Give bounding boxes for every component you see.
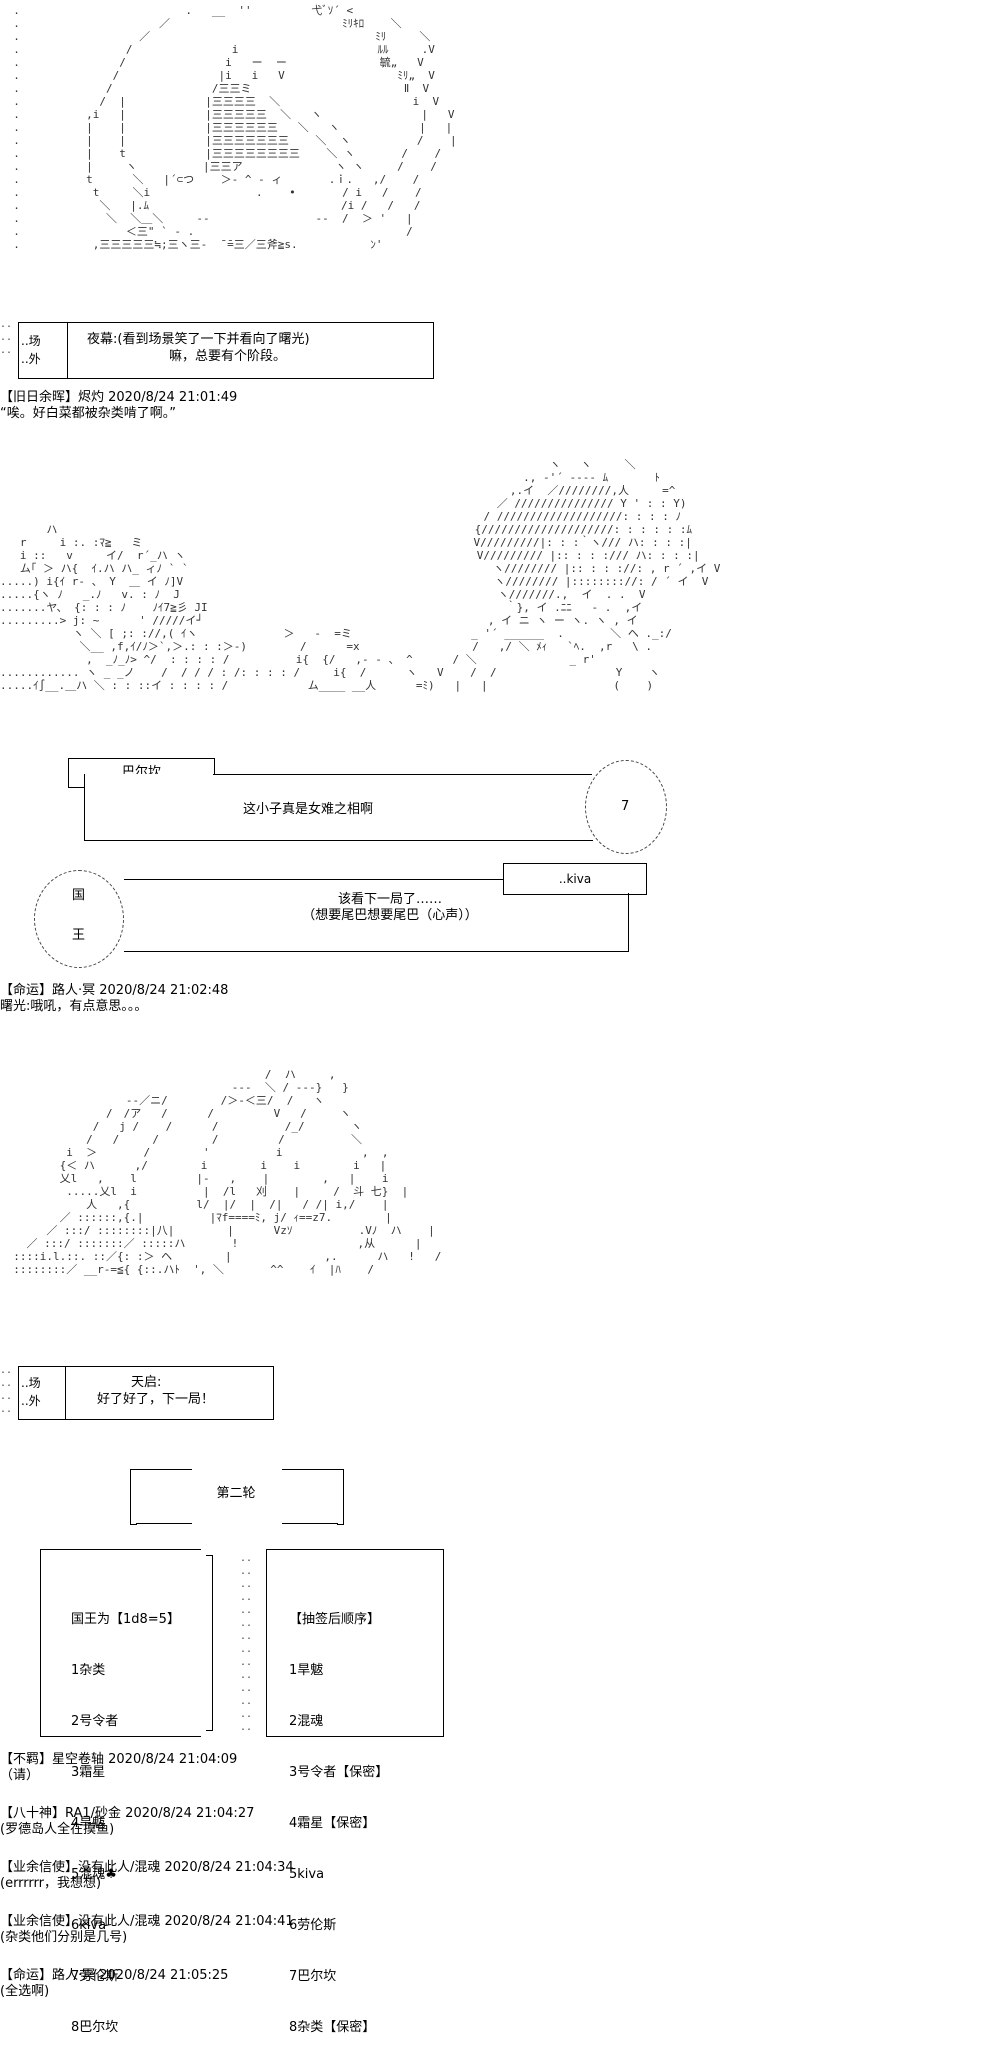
list-item: 5kiva <box>289 1867 325 1882</box>
list-item: 5混魂♣ <box>71 1867 117 1882</box>
list-item: 1旱魃 <box>289 1663 324 1678</box>
post-body: “唉。好白菜都被杂类啃了啊。” <box>0 406 176 421</box>
comment-header: 【命运】路人·冥 2020/8/24 21:05:25 <box>0 1968 229 1983</box>
dialogue-line: （想要尾巴想要尾巴（心声）） <box>302 908 478 923</box>
comment-body: (errrrrr，我想想) <box>0 1876 102 1891</box>
king-label-bottom: 王 <box>72 928 86 943</box>
box-label-top: ..场 <box>21 1376 41 1390</box>
comment-header: 【业余信使】没有此人/混魂 2020/8/24 21:04:41 <box>0 1914 294 1929</box>
round-title-bracket-right <box>337 1469 344 1525</box>
king-circle <box>34 870 124 968</box>
dialogue-box-scene-1: ..场 ..外 夜幕:(看到场景笑了一下并看向了曙光) 嘛，总要有个阶段。 <box>18 322 434 379</box>
dialogue-box-scene-2a: 这小子真是女难之相啊 <box>84 774 593 841</box>
comment-body: (全选啊) <box>0 1984 50 1999</box>
post-header: 【命运】路人·冥 2020/8/24 21:02:48 <box>0 983 229 998</box>
dialogue-line: 该看下一局了…… <box>337 892 442 907</box>
list-item: 3号令者【保密】 <box>289 1765 389 1780</box>
dialogue-line: 天启: <box>131 1375 162 1390</box>
dialogue-line: 嘛，总要有个阶段。 <box>169 349 287 364</box>
king-roll-panel: 国王为【1d8=5】 1杂类 2号令者 3霜星 4旱魃 5混魂♣ 6kiva 7… <box>40 1549 201 2035</box>
ascii-art-scene-2: ヽ ヽ ＼ ., -'´ ---- ﾑ ﾄ ,.イ ／//// <box>0 458 721 692</box>
dialogue-line: 好了好了，下一局！ <box>97 1392 215 1407</box>
comment-header: 【业余信使】没有此人/混魂 2020/8/24 21:04:34 <box>0 1860 294 1875</box>
ascii-art-scene-1: . . __ '' 弋ﾞｿ´ < . ／ ﾐﾘｷﾛ ＼ . ／ ﾐﾘ ＼ . / <box>13 4 457 251</box>
speaker-name: ..kiva <box>558 872 592 886</box>
post-body: 曙光:哦吼，有点意思。。。 <box>0 999 148 1014</box>
list-item: 6劳伦斯 <box>289 1918 337 1933</box>
list-item: 3霜星 <box>71 1765 106 1780</box>
list-item: 1杂类 <box>71 1663 106 1678</box>
post-header: 【旧日余晖】烬灼 2020/8/24 21:01:49 <box>0 390 238 405</box>
box-label-bottom: ..外 <box>21 1394 41 1408</box>
dialogue-box-scene-3: ..场 ..外 天启: 好了好了，下一局！ <box>18 1366 274 1420</box>
comment-body: (杂类他们分别是几号) <box>0 1930 128 1945</box>
list-item: 7劳伦斯 <box>71 1969 119 1984</box>
box-label-top: ..场 <box>21 334 41 348</box>
side-dots: .. .. .. .. <box>0 1365 13 1415</box>
ascii-art-scene-3: / ハ , --- ＼ / ---} } --／ニ/ /＞-＜三/ / ヽ / … <box>13 1068 442 1276</box>
king-label-top: 国 <box>72 888 86 903</box>
round-title-bracket-left <box>130 1469 137 1525</box>
comment-header: 【不羁】星空卷轴 2020/8/24 21:04:09 <box>0 1752 238 1767</box>
list-item: 4霜星【保密】 <box>289 1816 376 1831</box>
panel-bracket-right <box>206 1555 213 1731</box>
speaker-tag-2: ..kiva <box>503 863 647 895</box>
list-item: 国王为【1d8=5】 <box>71 1612 180 1627</box>
circle-number: 7 <box>621 799 630 814</box>
list-item: 2号令者 <box>71 1714 119 1729</box>
connector-dots: .. .. .. .. .. .. .. .. .. .. .. .. .. .… <box>240 1553 253 1733</box>
side-dots: .. .. .. <box>0 319 13 356</box>
draw-order-list: 【抽签后顺序】 1旱魃 2混魂 3号令者【保密】 4霜星【保密】 5kiva 6… <box>289 1577 388 2070</box>
list-item: 6kiva <box>71 1918 107 1933</box>
list-item: 2混魂 <box>289 1714 324 1729</box>
comment-body: （请） <box>0 1768 40 1783</box>
round-title: 第二轮 <box>216 1486 256 1501</box>
list-item: 【抽签后顺序】 <box>289 1612 381 1627</box>
box-label-bottom: ..外 <box>21 352 41 366</box>
comment-header: 【八十神】RA1/砂金 2020/8/24 21:04:27 <box>0 1806 255 1821</box>
draw-order-panel: 【抽签后顺序】 1旱魃 2混魂 3号令者【保密】 4霜星【保密】 5kiva 6… <box>266 1549 444 2035</box>
comment-body: (罗德岛人全在摸鱼) <box>0 1822 115 1837</box>
dialogue-line: 夜幕:(看到场景笑了一下并看向了曙光) <box>87 332 310 347</box>
list-item: 7巴尔坎 <box>289 1969 337 1984</box>
list-item: 4旱魃 <box>71 1816 106 1831</box>
dialogue-line: 这小子真是女难之相啊 <box>243 802 374 817</box>
number-circle <box>585 760 667 854</box>
